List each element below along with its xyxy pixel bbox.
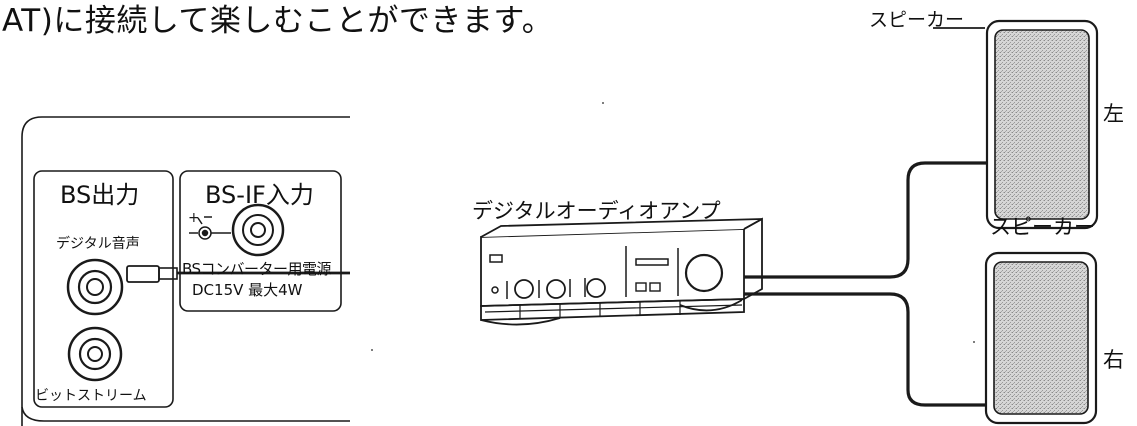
svg-text:+: +	[188, 210, 200, 226]
bottom-speaker-label: スピーカー	[990, 215, 1095, 239]
amplifier-label: デジタルオーディオアンプ	[472, 199, 721, 223]
bsif-input-section	[179, 170, 342, 312]
left-channel-label: 左	[1103, 102, 1124, 126]
bsif-input-title: BS-IF入力	[205, 181, 314, 209]
scan-dot	[371, 349, 373, 351]
scan-dot	[602, 102, 604, 104]
audio-cable	[126, 265, 350, 283]
bs-output-title: BS出力	[60, 181, 140, 209]
header-text: AT)に接続して楽しむことができます。	[2, 3, 554, 39]
polarity-symbol-icon: +	[188, 210, 231, 240]
tuner-back-panel	[21, 116, 350, 426]
speaker-cables	[744, 161, 990, 407]
right-speaker	[984, 251, 1098, 425]
bs-output-section	[33, 170, 174, 408]
left-speaker	[985, 19, 1099, 230]
scan-dot	[973, 341, 975, 343]
bsif-input-jack	[231, 203, 285, 257]
digital-audio-jack	[66, 258, 124, 316]
digital-audio-label: デジタル音声	[56, 236, 140, 252]
right-channel-label: 右	[1103, 348, 1124, 372]
bitstream-jack	[67, 326, 123, 382]
top-speaker-label: スピーカー	[869, 9, 965, 31]
converter-power-label: BSコンバーター用電源	[182, 260, 332, 278]
bitstream-label: ビットストリーム	[35, 388, 147, 404]
power-spec-label: DC15V 最大4W	[192, 281, 303, 299]
digital-audio-amplifier	[480, 217, 763, 326]
